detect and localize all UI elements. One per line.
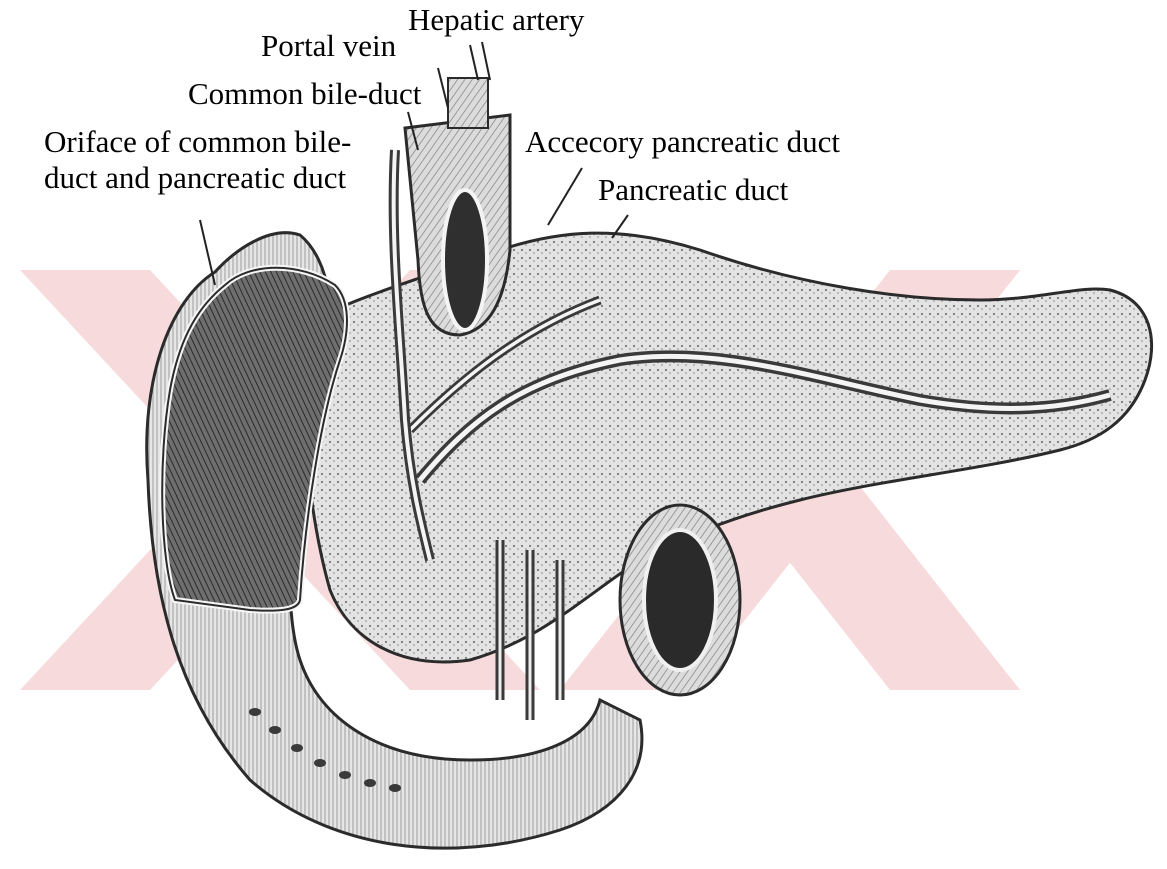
portal-vein-lumen (443, 190, 487, 330)
label-oriface-line2: duct and pancreatic duct (44, 160, 346, 196)
label-portal-vein: Portal vein (261, 28, 396, 64)
hepatic-artery (448, 78, 488, 128)
label-accessory-pancreatic-duct: Accecory pancreatic duct (525, 124, 840, 160)
label-pancreatic-duct: Pancreatic duct (598, 172, 788, 208)
label-oriface-line1: Oriface of common bile- (44, 124, 351, 160)
label-hepatic-artery: Hepatic artery (408, 2, 584, 38)
label-common-bile-duct: Common bile-duct (188, 76, 421, 112)
